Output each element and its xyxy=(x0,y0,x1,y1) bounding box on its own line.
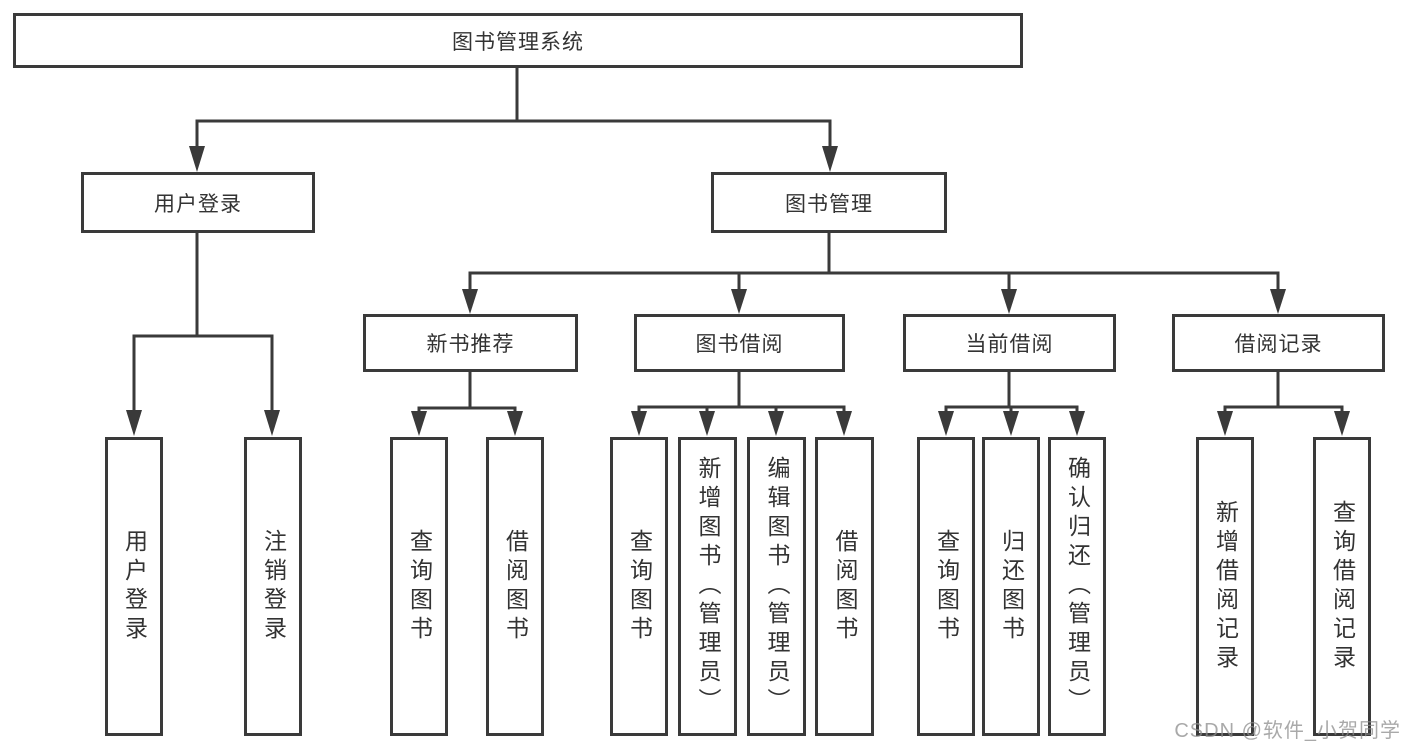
arrowhead-icon xyxy=(938,411,954,436)
arrowhead-icon xyxy=(411,411,427,436)
node-label: 借阅图书 xyxy=(502,528,529,645)
node-label: 查询借阅记录 xyxy=(1329,499,1356,674)
node-label: 归还图书 xyxy=(998,528,1025,645)
node-label: 查询图书 xyxy=(933,528,960,645)
arrowhead-icon xyxy=(264,410,280,436)
node-new-book-recommend: 新书推荐 xyxy=(363,314,578,372)
node-label: 新增借阅记录 xyxy=(1212,499,1239,674)
arrowhead-icon xyxy=(1334,411,1350,436)
leaf-edit-books-admin: 编辑图书（管理员） xyxy=(747,437,806,736)
leaf-query-borrow-record: 查询借阅记录 xyxy=(1313,437,1371,736)
arrowhead-icon xyxy=(1217,411,1233,436)
arrowhead-icon xyxy=(189,146,205,172)
leaf-logout: 注销登录 xyxy=(244,437,302,736)
arrowhead-icon xyxy=(731,289,747,314)
node-label: 用户登录 xyxy=(154,192,242,216)
leaf-user-login: 用户登录 xyxy=(105,437,163,736)
arrowhead-icon xyxy=(822,146,838,172)
arrowhead-icon xyxy=(768,411,784,436)
node-user-login: 用户登录 xyxy=(81,172,315,233)
node-label: 新书推荐 xyxy=(426,333,515,356)
leaf-borrow-books-2: 借阅图书 xyxy=(815,437,874,736)
node-label: 借阅图书 xyxy=(832,528,858,645)
leaf-add-borrow-record: 新增借阅记录 xyxy=(1196,437,1254,736)
node-label: 注销登录 xyxy=(260,528,287,645)
arrowhead-icon xyxy=(836,411,852,436)
node-label: 查询图书 xyxy=(406,528,433,645)
arrowhead-icon xyxy=(462,289,478,314)
leaf-add-books-admin: 新增图书（管理员） xyxy=(678,437,737,736)
arrowhead-icon xyxy=(126,410,142,436)
arrowheads xyxy=(126,146,1350,436)
node-book-management: 图书管理 xyxy=(711,172,947,233)
node-label: 编辑图书（管理员） xyxy=(764,456,790,717)
node-label: 图书管理系统 xyxy=(452,30,584,54)
leaf-borrow-books-1: 借阅图书 xyxy=(486,437,544,736)
arrowhead-icon xyxy=(699,411,715,436)
node-label: 用户登录 xyxy=(121,528,148,645)
arrowhead-icon xyxy=(1001,289,1017,314)
node-label: 确认归还（管理员） xyxy=(1064,456,1091,717)
node-label: 查询图书 xyxy=(626,528,653,645)
node-current-borrow: 当前借阅 xyxy=(903,314,1116,372)
node-label: 新增图书（管理员） xyxy=(695,456,721,717)
arrowhead-icon xyxy=(1069,411,1085,436)
node-book-borrow: 图书借阅 xyxy=(634,314,845,372)
leaf-query-books-1: 查询图书 xyxy=(390,437,448,736)
node-borrow-records: 借阅记录 xyxy=(1172,314,1385,372)
leaf-confirm-return-admin: 确认归还（管理员） xyxy=(1048,437,1106,736)
arrowhead-icon xyxy=(631,411,647,436)
leaf-query-books-2: 查询图书 xyxy=(610,437,668,736)
arrowhead-icon xyxy=(1003,411,1019,436)
leaf-query-books-3: 查询图书 xyxy=(917,437,975,736)
leaf-return-books: 归还图书 xyxy=(982,437,1040,736)
csdn-watermark: CSDN @软件_小贺同学 xyxy=(1174,720,1401,742)
node-label: 图书管理 xyxy=(785,192,873,216)
node-label: 当前借阅 xyxy=(965,333,1054,356)
node-library-management-system: 图书管理系统 xyxy=(13,13,1023,68)
node-label: 图书借阅 xyxy=(695,333,784,356)
arrowhead-icon xyxy=(507,411,523,436)
node-label: 借阅记录 xyxy=(1234,333,1323,356)
arrowhead-icon xyxy=(1270,289,1286,314)
